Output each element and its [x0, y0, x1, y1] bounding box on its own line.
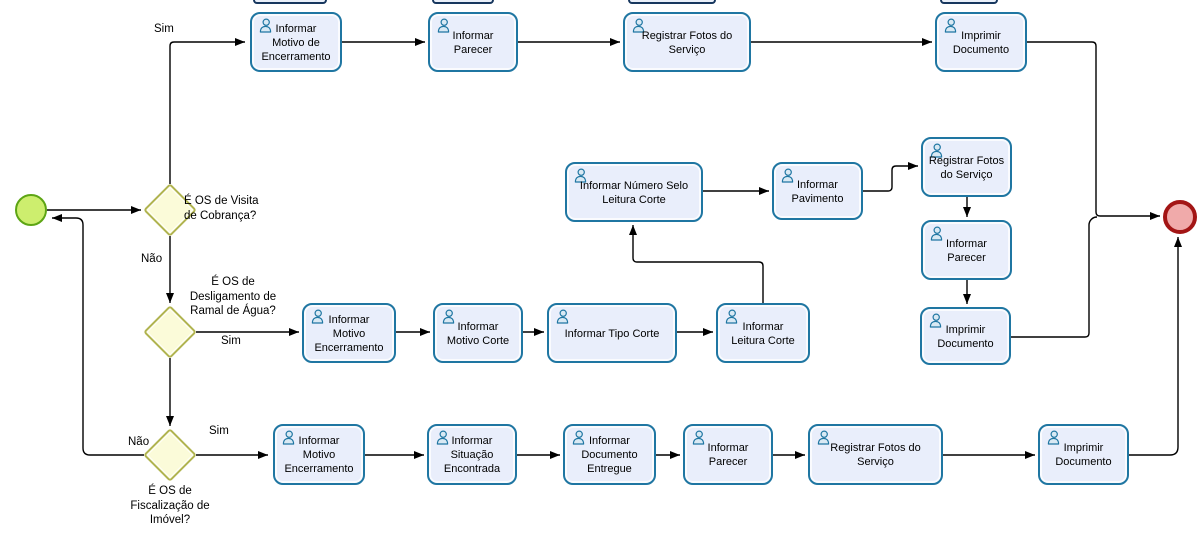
task-label: Registrar Fotos do Serviço: [830, 442, 921, 468]
task-label: Informar Parecer: [946, 237, 987, 264]
user-task-icon: [781, 168, 794, 183]
task-informar-situacao-encontrada[interactable]: Informar Situação Encontrada: [427, 424, 517, 485]
task-imprimir-documento[interactable]: Imprimir Documento: [1038, 424, 1129, 485]
flow-condition-label: Não: [141, 253, 163, 265]
task-informar-pavimento[interactable]: Informar Pavimento: [772, 162, 863, 220]
task-informar-motivo-corte[interactable]: Informar Motivo Corte: [433, 303, 523, 363]
start-event[interactable]: [15, 194, 47, 226]
user-task-icon: [692, 430, 705, 445]
task-label: Informar Parecer: [707, 442, 749, 468]
user-task-icon: [817, 430, 830, 445]
task-label: Registrar Fotos do Serviço: [641, 29, 733, 56]
task-informar-documento-entregue[interactable]: Informar Documento Entregue: [563, 424, 656, 485]
task-registrar-fotos-do-servico[interactable]: Registrar Fotos do Serviço: [623, 12, 751, 72]
task-informar-motivo-encerramento[interactable]: Informar Motivo Encerramento: [273, 424, 365, 485]
task-informar-parecer[interactable]: Informar Parecer: [428, 12, 518, 72]
gateway-question-label: É OS de Fiscalização de Imóvel?: [130, 485, 210, 526]
task-label: Informar Pavimento: [791, 178, 844, 205]
user-task-icon: [442, 309, 455, 324]
task-informar-parecer[interactable]: Informar Parecer: [921, 220, 1012, 280]
sequence-flow-t9-to-end: [1011, 216, 1098, 338]
user-task-icon: [725, 309, 738, 324]
task-registrar-fotos-do-servico[interactable]: Registrar Fotos do Serviço: [808, 424, 943, 485]
user-task-icon: [574, 168, 587, 183]
user-task-icon: [930, 143, 943, 158]
user-task-icon: [311, 309, 324, 324]
task-label: Imprimir Documento: [937, 323, 994, 350]
sequence-flow-t6-to-t7: [863, 162, 918, 192]
cropped-shape-top-edge: [940, 0, 998, 4]
user-task-icon: [282, 430, 295, 445]
flow-condition-label: Sim: [221, 335, 241, 347]
user-task-icon: [259, 18, 272, 33]
task-informar-leitura-corte[interactable]: Informar Leitura Corte: [716, 303, 810, 363]
task-label: Informar Parecer: [452, 29, 494, 56]
user-task-icon: [437, 18, 450, 33]
flow-condition-label: Sim: [154, 23, 174, 35]
user-task-icon: [1047, 430, 1060, 445]
task-label: Informar Documento Entregue: [581, 435, 638, 475]
task-label: Informar Motivo de Encerramento: [261, 22, 331, 63]
cropped-shape-top-edge: [628, 0, 716, 4]
task-informar-numero-selo-leitura-corte[interactable]: Informar Número Selo Leitura Corte: [565, 162, 703, 222]
task-label: Informar Número Selo Leitura Corte: [579, 179, 689, 206]
sequence-flow-t4-to-end: [1027, 41, 1160, 220]
task-informar-motivo-de-encerramento[interactable]: Informar Motivo de Encerramento: [250, 12, 342, 72]
task-label: Imprimir Documento: [952, 29, 1010, 56]
task-label: Informar Motivo Encerramento: [284, 435, 354, 475]
task-informar-parecer[interactable]: Informar Parecer: [683, 424, 773, 485]
task-label: Imprimir Documento: [1055, 442, 1112, 468]
task-label: Informar Motivo Corte: [446, 320, 510, 347]
end-event[interactable]: [1163, 200, 1197, 234]
flow-condition-label: Sim: [209, 425, 229, 437]
cropped-shape-top-edge: [432, 0, 494, 4]
task-label: Registrar Fotos do Serviço: [928, 154, 1005, 181]
task-informar-motivo-encerramento[interactable]: Informar Motivo Encerramento: [302, 303, 396, 363]
user-task-icon: [556, 309, 569, 324]
user-task-icon: [944, 18, 957, 33]
task-informar-tipo-corte[interactable]: Informar Tipo Corte: [547, 303, 677, 363]
task-label: Informar Leitura Corte: [731, 320, 795, 347]
cropped-shape-top-edge: [253, 0, 327, 4]
user-task-icon: [632, 18, 645, 33]
gateway-question-label: É OS de Visita de Cobrança?: [184, 195, 259, 222]
task-label: Informar Tipo Corte: [564, 327, 660, 340]
task-imprimir-documento[interactable]: Imprimir Documento: [920, 307, 1011, 365]
task-label: Informar Situação Encontrada: [443, 435, 501, 475]
task-registrar-fotos-do-servico[interactable]: Registrar Fotos do Serviço: [921, 137, 1012, 197]
task-imprimir-documento[interactable]: Imprimir Documento: [935, 12, 1027, 72]
task-label: Informar Motivo Encerramento: [314, 313, 384, 354]
sequence-flow-t19-to-end: [1129, 237, 1182, 456]
sequence-flow-t13-to-t5: [629, 225, 764, 303]
sequence-flow-g3-to-start: [52, 214, 144, 456]
user-task-icon: [930, 226, 943, 241]
flow-condition-label: Não: [128, 436, 150, 448]
sequence-flow-g1-to-t1: [169, 38, 245, 184]
user-task-icon: [572, 430, 585, 445]
user-task-icon: [929, 313, 942, 328]
gateway-question-label: É OS de Desligamento de Ramal de Água?: [189, 276, 277, 317]
user-task-icon: [436, 430, 449, 445]
